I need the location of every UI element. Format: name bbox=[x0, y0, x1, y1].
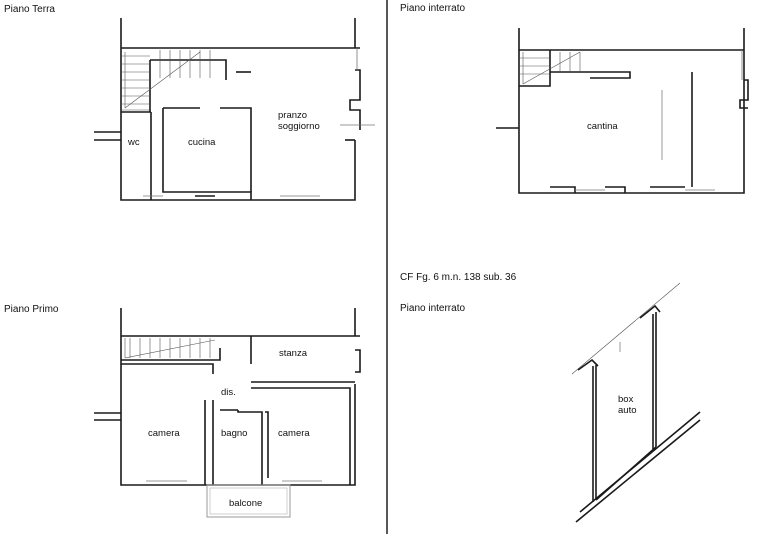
room-label-camera-left: camera bbox=[148, 428, 180, 439]
stairs-cantina bbox=[519, 50, 631, 87]
cadastral-reference: CF Fg. 6 m.n. 138 sub. 36 bbox=[400, 272, 517, 283]
plan-piano-primo bbox=[94, 308, 361, 518]
room-label-pranzo-soggiorno: pranzo soggiorno bbox=[278, 110, 320, 132]
room-label-bagno: bagno bbox=[221, 428, 248, 439]
room-label-cucina: cucina bbox=[188, 137, 216, 148]
title-piano-primo: Piano Primo bbox=[4, 304, 59, 315]
title-piano-interrato-cantina: Piano interrato bbox=[400, 3, 466, 14]
room-label-stanza: stanza bbox=[279, 348, 307, 359]
balcone-outline bbox=[206, 484, 291, 518]
room-label-wc: wc bbox=[128, 137, 140, 148]
room-label-soggiorno: soggiorno bbox=[278, 121, 320, 132]
stairs-piano-terra bbox=[121, 50, 227, 112]
title-piano-terra: Piano Terra bbox=[4, 4, 55, 15]
room-label-pranzo: pranzo bbox=[278, 110, 308, 121]
plan-piano-terra bbox=[94, 18, 375, 201]
title-piano-interrato-box: Piano interrato bbox=[400, 303, 466, 314]
plan-piano-interrato-box bbox=[571, 282, 701, 523]
room-label-cantina: cantina bbox=[587, 121, 618, 132]
room-label-balcone: balcone bbox=[229, 498, 263, 509]
stairs-piano-primo bbox=[124, 338, 216, 359]
plan-piano-interrato-cantina bbox=[496, 28, 749, 194]
room-label-box: box bbox=[618, 394, 634, 405]
room-label-auto: auto bbox=[618, 405, 637, 416]
room-label-camera-right: camera bbox=[278, 428, 310, 439]
room-label-dis: dis. bbox=[221, 387, 236, 398]
room-label-box-auto: box auto bbox=[618, 394, 637, 416]
